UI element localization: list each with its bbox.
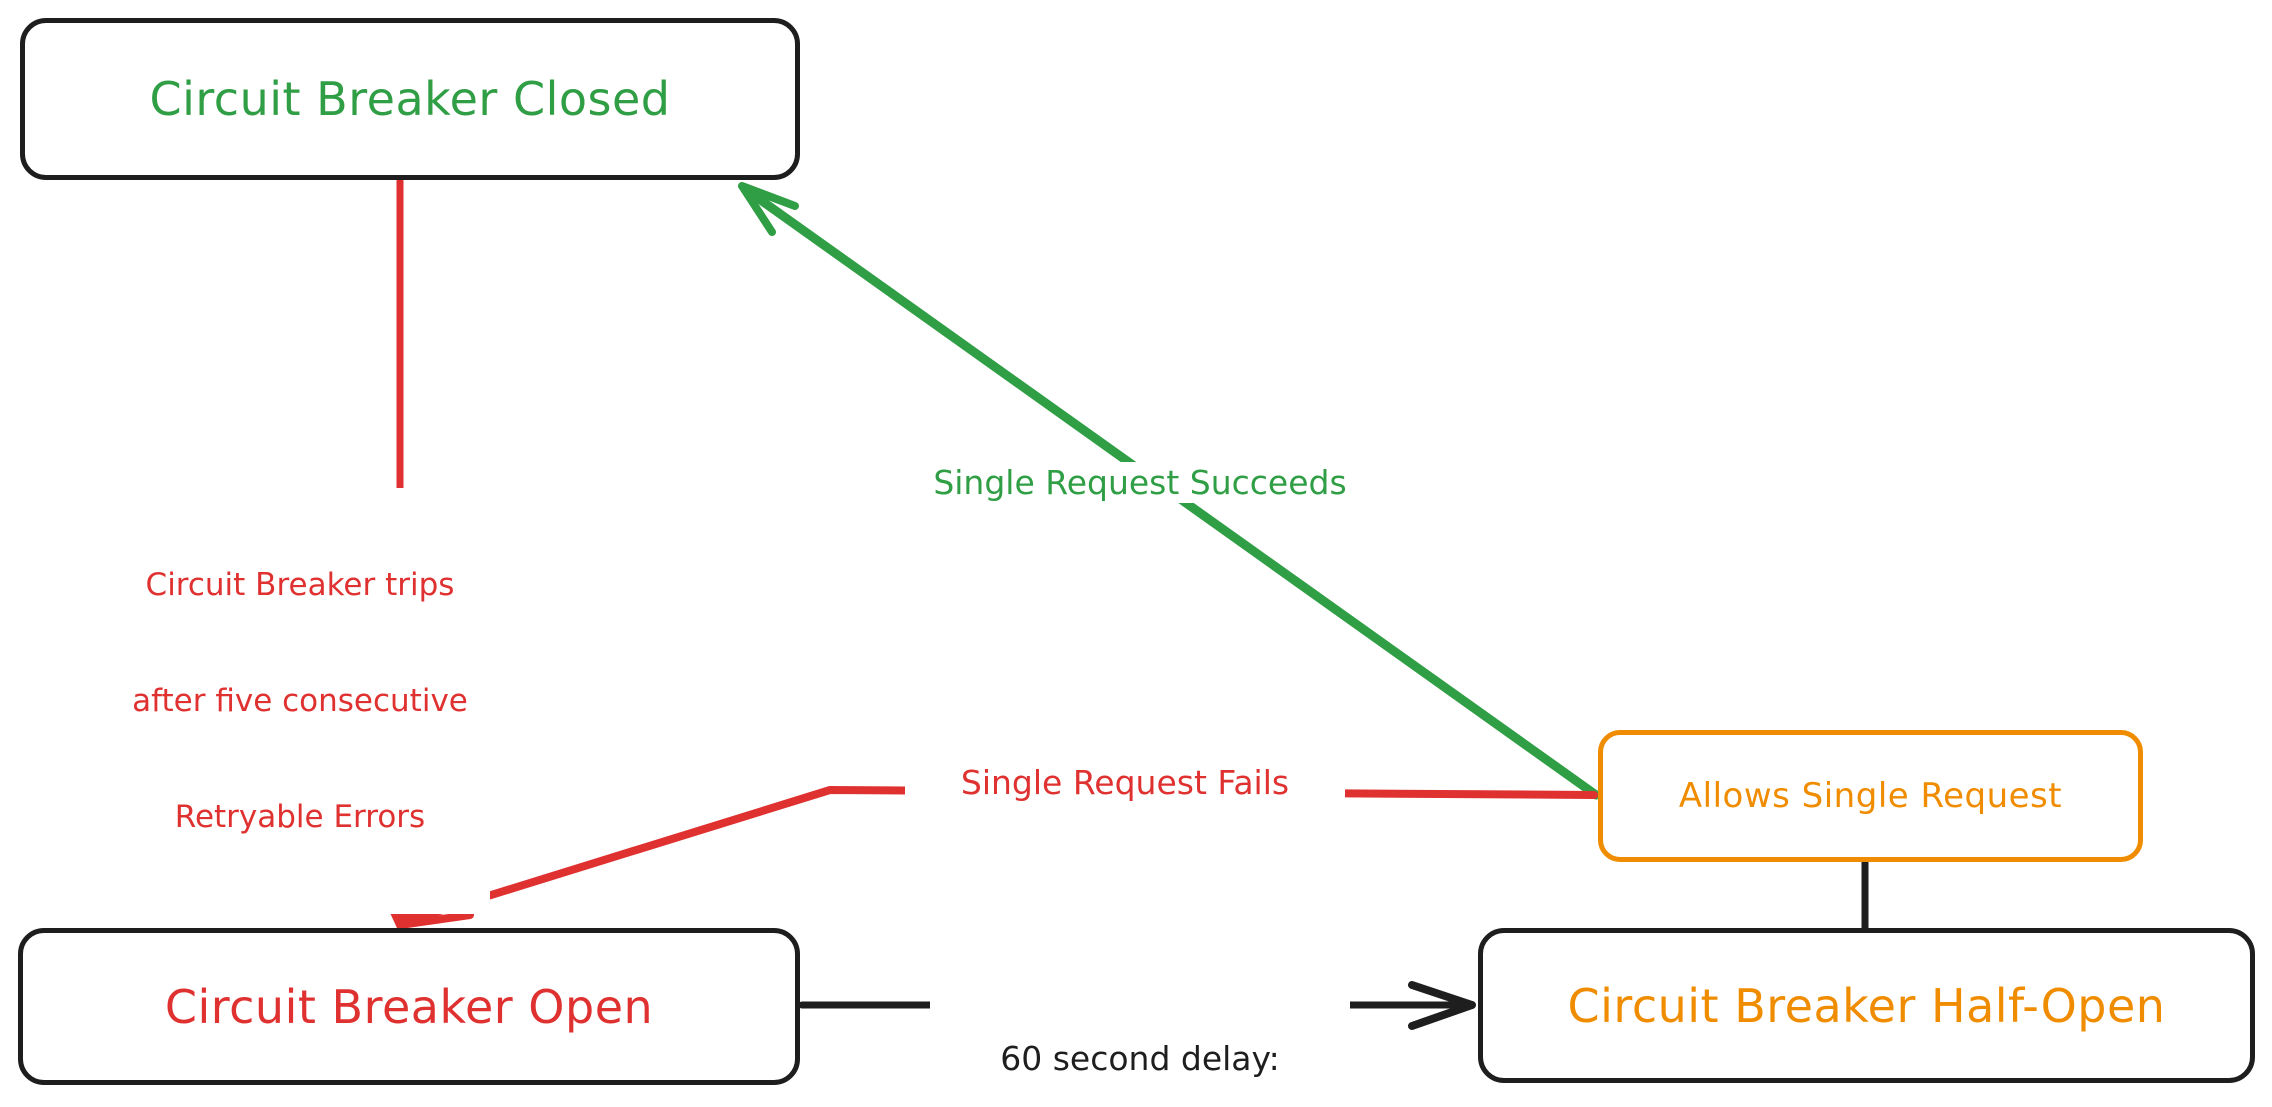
edge-label-open-to-half-open: 60 second delay: No requests allowed	[930, 955, 1350, 1107]
edge-label-line-3: Retryable Errors	[174, 799, 426, 835]
node-circuit-breaker-closed[interactable]: Circuit Breaker Closed	[20, 18, 800, 180]
node-circuit-breaker-open[interactable]: Circuit Breaker Open	[18, 928, 800, 1085]
edge-allows-to-open	[396, 786, 1598, 929]
node-circuit-breaker-half-open[interactable]: Circuit Breaker Half-Open	[1478, 928, 2255, 1083]
edge-label-closed-to-open: Circuit Breaker trips after five consecu…	[110, 488, 490, 915]
edge-label-allows-to-open: Single Request Fails	[905, 760, 1345, 806]
node-allows-single-request[interactable]: Allows Single Request	[1598, 730, 2143, 862]
edge-label-allows-to-closed: Single Request Succeeds	[880, 462, 1400, 504]
node-label-open: Circuit Breaker Open	[164, 979, 654, 1034]
node-label-closed: Circuit Breaker Closed	[149, 72, 671, 126]
edge-label-line-1: 60 second delay:	[1000, 1038, 1280, 1078]
edge-label-line-2: after five consecutive	[132, 682, 468, 719]
node-label-allows: Allows Single Request	[1678, 776, 2063, 816]
node-label-half-open: Circuit Breaker Half-Open	[1567, 978, 2166, 1033]
edge-label-line-1: Circuit Breaker trips	[145, 566, 455, 603]
